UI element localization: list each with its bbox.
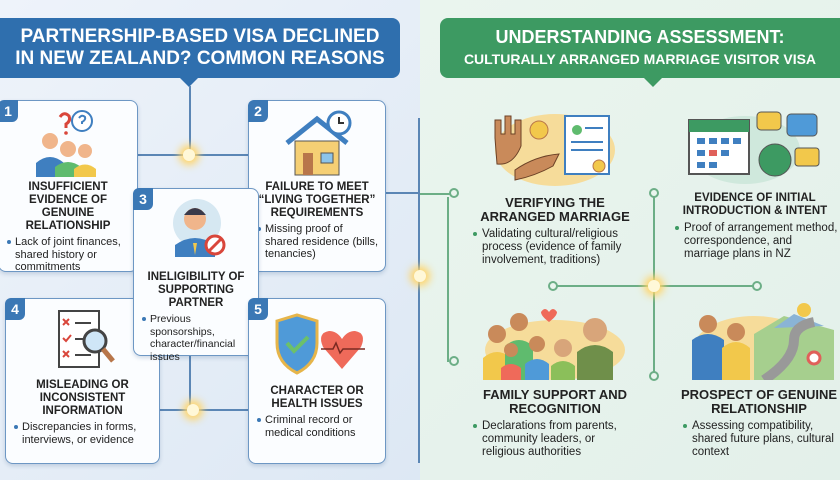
assessment-item-3: FAMILY SUPPORT AND RECOGNITION Declarati… [470,300,640,459]
divider-line [418,118,420,463]
card-bullet: Discrepancies in forms, interviews, or e… [12,421,153,446]
house-clock-icon [285,110,352,176]
right-title-banner: UNDERSTANDING ASSESSMENT: CULTURALLY ARR… [440,18,840,87]
connector [189,355,191,410]
node-glow [183,149,195,161]
connector [447,197,449,362]
card-number: 4 [5,298,25,320]
node-ring [649,188,659,198]
node-glow [648,280,660,292]
card-title: CHARACTER OR HEALTH ISSUES [270,385,364,410]
card-bullet: Missing proof of shared residence (bills… [255,223,379,261]
shield-heart-icon [275,313,365,375]
node-glow [187,404,199,416]
item-bullet: Proof of arrangement method, corresponde… [672,222,838,261]
document-magnifier-icon [57,310,115,368]
left-title-line1: PARTNERSHIP-BASED VISA DECLINED [20,26,380,47]
node-ring [548,281,558,291]
assessment-item-1: VERIFYING THE ARRANGED MARRIAGE Validati… [470,108,640,267]
item-bullet: Validating cultural/religious process (e… [470,228,640,267]
reason-card-3: 3 INELIGIBILITY OF SUPPORTING PARTNER Pr… [133,188,259,363]
card-bullet: Criminal record or medical conditions [255,414,379,439]
node-ring [449,188,459,198]
item-bullet: Assessing compatibility, shared future p… [680,420,838,459]
card-number: 5 [248,298,268,320]
card-title: INSUFFICIENT EVIDENCE OF GENUINE RELATIO… [25,181,111,232]
family-icon [483,309,625,380]
prohibited-person-icon [173,199,226,257]
card-bullet: Previous sponsorships, character/financi… [140,313,252,363]
left-title-banner: PARTNERSHIP-BASED VISA DECLINED IN NEW Z… [0,18,400,87]
connector [420,193,450,195]
connector [189,86,191,156]
calendar-chat-icon [688,111,820,184]
assessment-item-4: PROSPECT OF GENUINE RELATIONSHIP Assessi… [680,300,838,459]
item-bullet: Declarations from parents, community lea… [470,420,640,459]
node-ring [649,371,659,381]
right-panel [420,0,840,480]
card-title: INELIGIBILITY OF SUPPORTING PARTNER [147,271,245,309]
node-ring [449,356,459,366]
item-title: EVIDENCE OF INITIAL INTRODUCTION & INTEN… [682,192,828,217]
card-title: FAILURE TO MEET “LIVING TOGETHER” REQUIR… [258,181,376,219]
item-title: PROSPECT OF GENUINE RELATIONSHIP [680,387,838,416]
node-ring [752,281,762,291]
right-title-line1: UNDERSTANDING ASSESSMENT: [495,27,785,47]
confused-people-icon [36,110,96,177]
card-title: MISLEADING OR INCONSISTENT INFORMATION [36,379,129,417]
card-number: 1 [0,100,18,122]
connector [385,192,420,194]
reason-card-1: 1 INSUFFICIENT EVIDENCE OF GENUINE RELAT… [0,100,138,274]
left-title-line2: IN NEW ZEALAND? COMMON REASONS [15,48,385,69]
hands-certificate-icon [494,114,615,186]
connector [160,409,250,411]
item-title: FAMILY SUPPORT AND RECOGNITION [483,387,627,416]
node-glow [414,270,426,282]
reason-card-2: 2 FAILURE TO MEET “LIVING TOGETHER” REQU… [248,100,386,272]
card-number: 2 [248,100,268,122]
right-title-line2: CULTURALLY ARRANGED MARRIAGE VISITOR VIS… [463,51,817,67]
item-title: VERIFYING THE ARRANGED MARRIAGE [480,195,630,224]
card-number: 3 [133,188,153,210]
card-bullet: Lack of joint finances, shared history o… [5,236,131,274]
couple-road-icon [692,303,834,380]
reason-card-5: 5 CHARACTER OR HEALTH ISSUES Criminal re… [248,298,386,464]
assessment-item-2: EVIDENCE OF INITIAL INTRODUCTION & INTEN… [672,108,838,261]
